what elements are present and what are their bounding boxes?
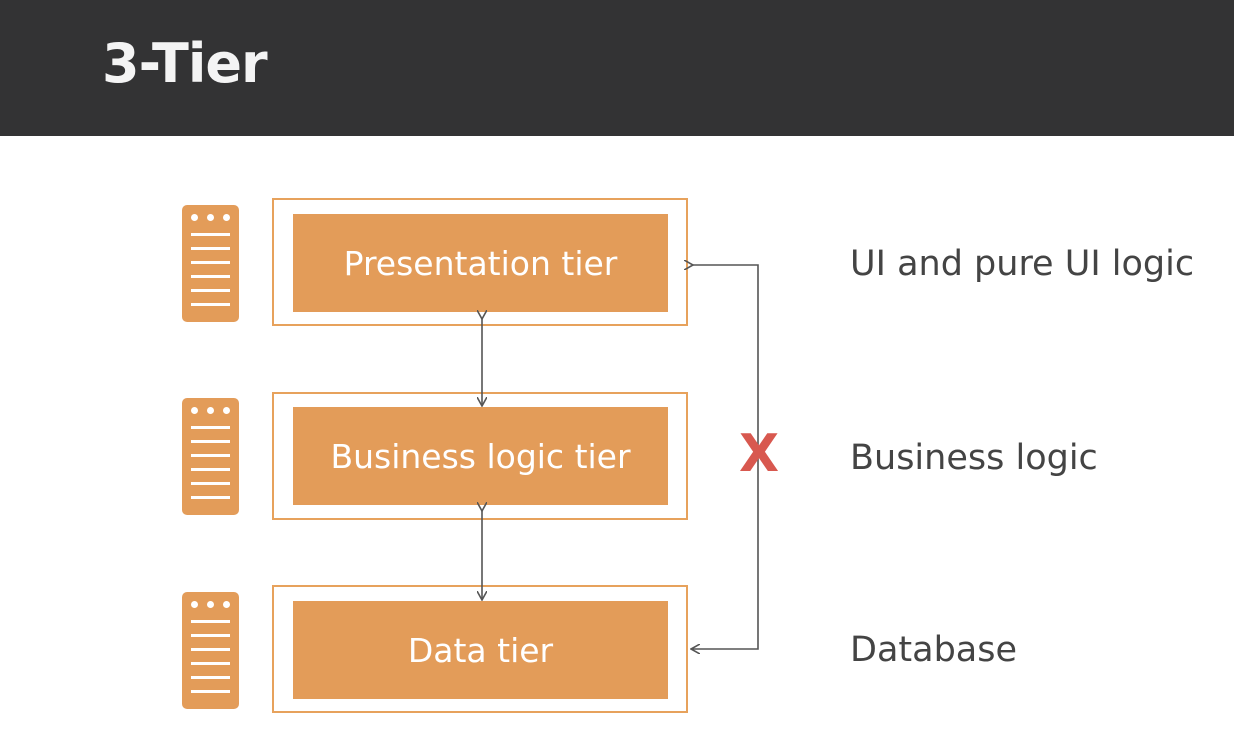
server-icon xyxy=(182,205,239,322)
presentation-tier-box: Presentation tier xyxy=(293,214,668,312)
blocked-connection-x-icon: X xyxy=(738,424,780,484)
server-icon xyxy=(182,398,239,515)
data-tier-description: Database xyxy=(850,630,1018,670)
slide-title: 3-Tier xyxy=(102,32,268,95)
business-logic-tier-description: Business logic xyxy=(850,438,1098,478)
title-bar: 3-Tier xyxy=(0,0,1234,136)
presentation-tier-description: UI and pure UI logic xyxy=(850,244,1195,284)
presentation-data-bypass-arrow xyxy=(692,265,759,649)
server-icon xyxy=(182,592,239,709)
business-logic-tier-box: Business logic tier xyxy=(293,407,668,505)
data-tier-box: Data tier xyxy=(293,601,668,699)
